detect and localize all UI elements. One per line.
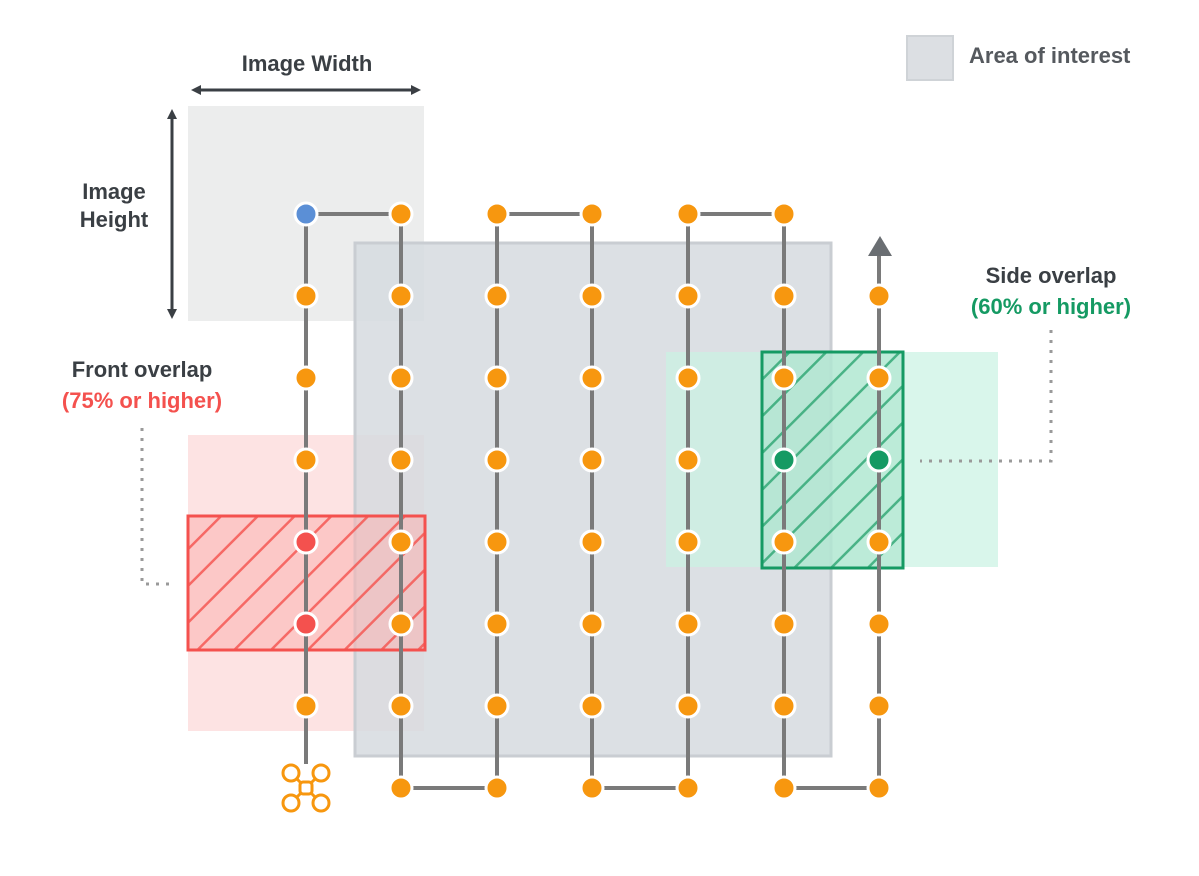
waypoint (579, 365, 605, 391)
waypoint (675, 365, 701, 391)
front-overlap-leader (140, 428, 170, 586)
waypoint (579, 611, 605, 637)
side-overlap-value: (60% or higher) (971, 294, 1131, 319)
waypoint (388, 611, 414, 637)
waypoint (484, 365, 510, 391)
waypoint (675, 693, 701, 719)
waypoint (579, 447, 605, 473)
waypoint (771, 611, 797, 637)
waypoint (675, 201, 701, 227)
image-height-label-line2: Height (80, 207, 149, 232)
waypoint (771, 201, 797, 227)
waypoint (771, 529, 797, 555)
waypoint (579, 529, 605, 555)
waypoint (293, 447, 319, 473)
waypoint (388, 693, 414, 719)
waypoint (771, 693, 797, 719)
waypoint (484, 611, 510, 637)
image-height-label-line1: Image (82, 179, 146, 204)
side-overlap-waypoint (866, 447, 892, 473)
waypoint (579, 775, 605, 801)
waypoint (388, 775, 414, 801)
waypoint (579, 283, 605, 309)
waypoint (388, 447, 414, 473)
waypoint (771, 365, 797, 391)
front-overlap-title: Front overlap (72, 357, 213, 382)
waypoint (293, 283, 319, 309)
waypoint (293, 693, 319, 719)
waypoint (866, 693, 892, 719)
legend-swatch (906, 35, 954, 81)
waypoint (675, 775, 701, 801)
start-waypoint (293, 201, 319, 227)
waypoints (293, 201, 892, 801)
waypoint (675, 611, 701, 637)
waypoint (579, 693, 605, 719)
waypoint (771, 283, 797, 309)
waypoint (771, 775, 797, 801)
side-overlap-waypoint (771, 447, 797, 473)
legend-label: Area of interest (969, 43, 1131, 68)
drone-icon (281, 763, 331, 813)
waypoint (579, 201, 605, 227)
waypoint (388, 529, 414, 555)
waypoint (866, 611, 892, 637)
waypoint (675, 529, 701, 555)
waypoint (388, 365, 414, 391)
waypoint (866, 365, 892, 391)
waypoint (484, 529, 510, 555)
waypoint (866, 775, 892, 801)
waypoint (484, 283, 510, 309)
waypoint (388, 201, 414, 227)
waypoint (866, 283, 892, 309)
waypoint (675, 283, 701, 309)
front-overlap-waypoint (293, 611, 319, 637)
front-overlap-waypoint (293, 529, 319, 555)
waypoint (388, 283, 414, 309)
waypoint (675, 447, 701, 473)
side-overlap-leader (920, 330, 1053, 463)
waypoint (484, 447, 510, 473)
waypoint (484, 775, 510, 801)
direction-arrow-icon (868, 236, 892, 256)
waypoint (484, 693, 510, 719)
side-overlap-title: Side overlap (986, 263, 1117, 288)
waypoint (293, 365, 319, 391)
image-width-label: Image Width (242, 51, 373, 76)
waypoint (484, 201, 510, 227)
front-overlap-value: (75% or higher) (62, 388, 222, 413)
waypoint (866, 529, 892, 555)
